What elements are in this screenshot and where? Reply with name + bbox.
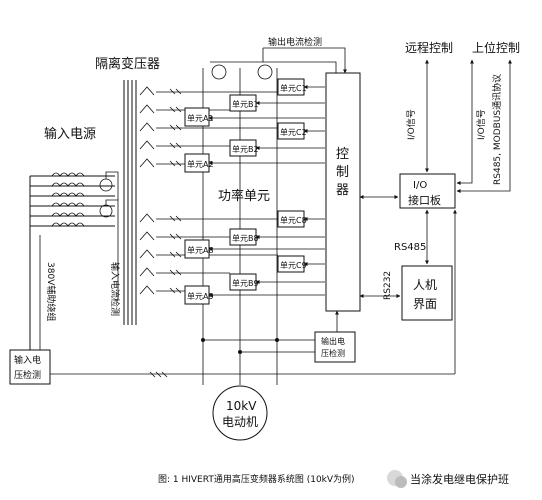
input-power-section: 输入电源 380V辅助绕组 输入电流检测 输入电 压检测 (9, 126, 455, 385)
rs485-modbus-label: RS485, MODBUS通讯协议 (491, 74, 503, 185)
input-power-label: 输入电源 (44, 126, 96, 142)
input-voltage-detect-label-2: 压检测 (14, 369, 41, 381)
motor: 10kV 电动机 (212, 385, 268, 441)
svg-text:单元B8: 单元B8 (232, 233, 259, 243)
hmi: RS485 人机 界面 RS232 (359, 209, 453, 321)
svg-text:I/O: I/O (413, 180, 427, 191)
io-signal-left-label: I/O信号 (405, 109, 417, 140)
input-ct-1 (99, 178, 113, 192)
input-current-detect-label: 输入电流检测 (109, 262, 121, 316)
svg-text:人机: 人机 (413, 278, 437, 292)
svg-text:单元C9: 单元C9 (280, 260, 307, 270)
controller-box (325, 72, 361, 312)
motor-circle (212, 385, 268, 441)
output-current-detect-label: 输出电流检测 (268, 36, 322, 48)
motor-voltage: 10kV (226, 399, 257, 413)
svg-text:压检测: 压检测 (321, 348, 345, 358)
controller-char-2: 制 (336, 165, 349, 180)
svg-text:界面: 界面 (413, 297, 437, 311)
svg-text:接口板: 接口板 (408, 193, 441, 207)
svg-text:单元A9: 单元A9 (187, 291, 214, 301)
io-board: I/O 接口板 (359, 173, 457, 374)
watermark: 当涂发电继电保护班 (387, 470, 509, 488)
io-board-box (399, 173, 456, 209)
secondary-windings-upper (139, 86, 278, 168)
aux-winding-coils (51, 172, 85, 227)
input-ct-2 (99, 204, 113, 218)
remote-upper-control: 远程控制 上位控制 I/O信号 I/O信号 RS485, MODBUS通讯协议 (405, 40, 520, 193)
rs232-label: RS232 (383, 271, 393, 300)
remote-control-label: 远程控制 (405, 40, 453, 55)
secondary-windings-lower (139, 213, 278, 295)
svg-text:单元A1: 单元A1 (187, 113, 214, 123)
output-ct-2 (257, 64, 273, 80)
svg-text:单元B2: 单元B2 (232, 144, 259, 154)
output-ct-1 (211, 64, 227, 80)
hmi-box (401, 265, 453, 321)
motor-label: 电动机 (222, 415, 258, 429)
svg-text:单元C8: 单元C8 (280, 215, 307, 225)
isolation-transformer: 隔离变压器 (95, 56, 160, 325)
output-voltage-detect-box (314, 331, 356, 363)
input-voltage-detect-box (9, 349, 51, 385)
caption: 图: 1 HIVERT通用高压变频器系统图 (10kV为例) (158, 473, 355, 485)
isolation-transformer-label: 隔离变压器 (95, 56, 160, 72)
upper-control-label: 上位控制 (472, 40, 520, 55)
svg-text:单元C2: 单元C2 (280, 127, 307, 137)
svg-text:单元A8: 单元A8 (187, 245, 214, 255)
svg-text:单元B9: 单元B9 (232, 278, 259, 288)
power-units-label: 功率单元 (218, 188, 270, 204)
svg-text:输出电: 输出电 (321, 336, 345, 346)
io-signal-right-label: I/O信号 (475, 109, 487, 140)
rs485-label: RS485 (394, 242, 426, 253)
output-voltage-detect: 输出电 压检测 (314, 310, 356, 363)
svg-text:单元C1: 单元C1 (280, 83, 307, 93)
aux-winding-label: 380V辅助绕组 (45, 262, 57, 321)
controller: 控 制 器 (325, 72, 361, 312)
controller-char-3: 器 (336, 183, 349, 198)
svg-text:单元B1: 单元B1 (232, 99, 259, 109)
power-units: 输出电流检测 单元A1 单元A2 单元B1 单元B2 单元C1 单元C2 单元A… (184, 36, 345, 385)
svg-text:单元A2: 单元A2 (187, 159, 214, 169)
controller-char-1: 控 (336, 147, 349, 162)
input-voltage-detect-label-1: 输入电 (14, 354, 41, 366)
watermark-text: 当涂发电继电保护班 (410, 472, 509, 486)
